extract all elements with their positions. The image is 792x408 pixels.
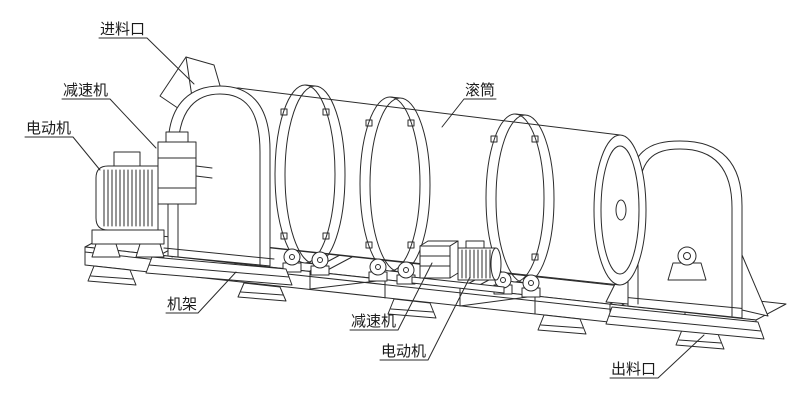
labels: 进料口 减速机 电动机 滚筒 机架 减速机 电动机 出料口: [26, 21, 656, 378]
leader-lines: [24, 37, 705, 379]
label-reducer-left: 减速机: [63, 82, 108, 99]
frame-foot: [237, 282, 287, 302]
leader-reducer-left: [61, 98, 157, 149]
label-motor-left: 电动机: [26, 120, 71, 137]
drum-hub: [615, 199, 627, 221]
leader-drum: [441, 98, 497, 128]
riding-ring-1: [274, 84, 346, 265]
drum-shell: [211, 87, 647, 286]
discharge-end-hood: [605, 140, 769, 340]
bottom-gearbox: [419, 240, 459, 279]
frame-foot: [87, 265, 137, 286]
label-reducer-bottom: 减速机: [351, 313, 396, 330]
bottom-motor: [457, 240, 502, 281]
leader-motor-bottom: [379, 276, 471, 361]
label-discharge-outlet: 出料口: [611, 361, 656, 378]
leader-motor-left: [24, 136, 101, 171]
left-motor: [91, 151, 165, 258]
leader-discharge-outlet: [609, 334, 705, 379]
frame-foot: [387, 298, 437, 319]
frame-foot: [537, 314, 587, 335]
shaft-bearing: [667, 246, 707, 281]
leader-feed-inlet: [98, 37, 195, 85]
leader-frame: [165, 271, 237, 314]
leader-reducer-bottom: [349, 262, 433, 331]
bottom-drive: [411, 240, 505, 294]
label-drum: 滚筒: [465, 82, 495, 99]
label-motor-bottom: 电动机: [381, 343, 426, 360]
label-frame: 机架: [167, 296, 197, 313]
feed-end-hood: [145, 85, 293, 286]
label-feed-inlet: 进料口: [100, 21, 145, 38]
drum-end-cap: [593, 134, 647, 286]
drawing-root: [24, 37, 787, 379]
left-drive: [91, 131, 213, 258]
